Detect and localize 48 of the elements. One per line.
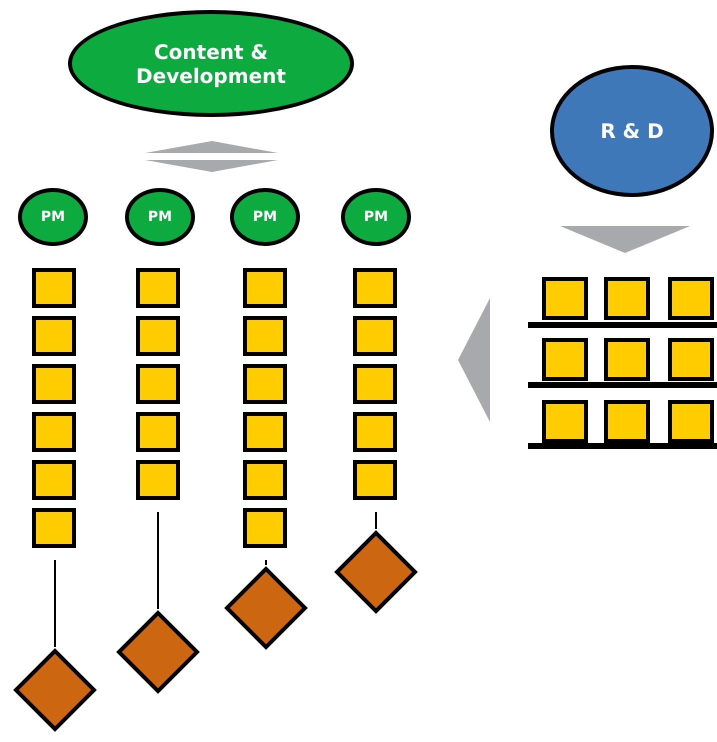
square-box [136, 268, 180, 308]
connector-line [375, 512, 377, 529]
connector-line [54, 560, 56, 647]
node-label: PM [148, 209, 172, 225]
square-box [353, 316, 397, 356]
square-box [243, 268, 287, 308]
square-box [604, 277, 650, 320]
node-label: PM [252, 209, 278, 225]
diamond [335, 531, 417, 613]
square-box [32, 316, 76, 356]
direction-arrow [145, 141, 278, 172]
node-label: Content & Development [135, 40, 287, 88]
node-label: PM [364, 209, 388, 225]
square-box [136, 412, 180, 452]
square-box [136, 316, 180, 356]
square-box [604, 338, 650, 381]
square-box [136, 364, 180, 404]
square-box [604, 400, 650, 443]
square-box [353, 412, 397, 452]
square-box [243, 364, 287, 404]
square-box [136, 460, 180, 500]
square-box [353, 268, 397, 308]
direction-arrow [458, 298, 490, 422]
square-box [32, 460, 76, 500]
direction-arrow [560, 226, 690, 253]
square-box [32, 412, 76, 452]
square-box [668, 277, 714, 320]
square-box [668, 400, 714, 443]
node-label: PM [40, 209, 66, 225]
square-box [243, 508, 287, 548]
square-box [32, 268, 76, 308]
diamond [225, 567, 307, 649]
square-box [243, 460, 287, 500]
square-box [542, 338, 588, 381]
square-box [353, 364, 397, 404]
node-label: R & D [600, 119, 664, 143]
square-box [243, 412, 287, 452]
square-box [353, 460, 397, 500]
square-box [668, 338, 714, 381]
diamond [14, 649, 96, 731]
connector-line [157, 512, 159, 609]
square-box [32, 508, 76, 548]
square-box [542, 400, 588, 443]
square-box [243, 316, 287, 356]
diamond [117, 611, 199, 693]
square-box [32, 364, 76, 404]
square-box [542, 277, 588, 320]
connector-line [265, 560, 267, 565]
